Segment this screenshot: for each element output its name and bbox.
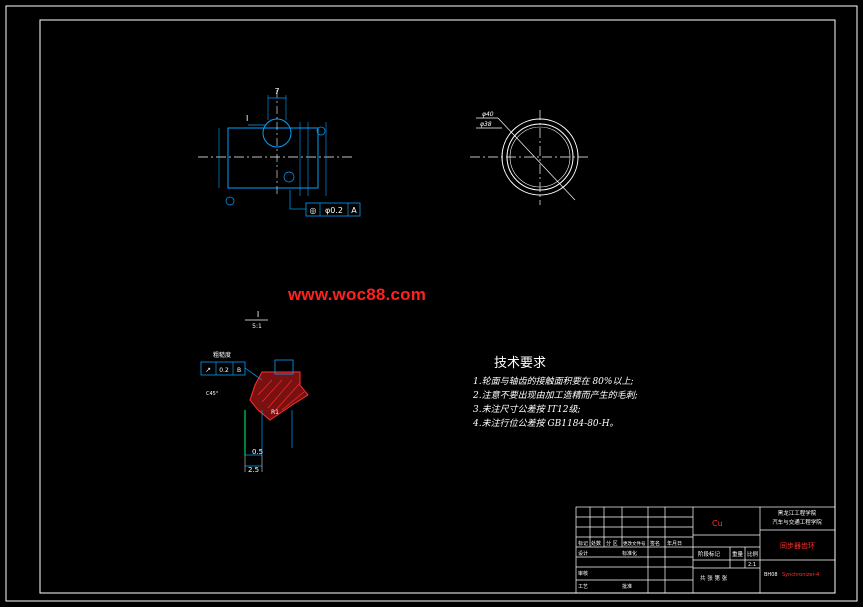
tolerance-frame-main: [305, 202, 361, 217]
tb-process-label: 工艺: [578, 584, 588, 590]
hatch-lines: [257, 379, 305, 413]
tech-requirement-1: 1.轮面与轴齿的接触面积要在 80%以上;: [473, 377, 634, 387]
dim-width-bottom: 2.5: [248, 466, 259, 474]
tol-detail-datum: B: [237, 367, 241, 374]
datum-symbol-center: [283, 171, 295, 183]
tb-code-prefix: BH08: [764, 572, 778, 578]
tb-drawing-name: 同步器齿环: [780, 542, 815, 550]
tolerance-frame-detail: [200, 361, 246, 376]
tol-main-value: φ0.2: [325, 206, 343, 215]
detail-view-label: I: [257, 310, 259, 319]
dim-radius: R1: [271, 409, 279, 416]
tol-detail-value: 0.2: [219, 367, 229, 374]
tech-requirements-title: 技术要求: [494, 356, 547, 371]
detail-hatched-section: [249, 371, 309, 421]
tb-designer-label: 设计: [578, 550, 588, 557]
tb-school-line1: 黑龙江工程学院: [778, 509, 817, 517]
tol-detail-symbol: ↗: [205, 366, 211, 374]
side-view: φ40 φ38: [470, 110, 590, 205]
tb-school-line2: 汽车与交通工程学院: [772, 518, 822, 526]
detail-ref-label: I: [246, 114, 248, 123]
tb-row-label-3: 分 区: [606, 540, 618, 547]
tb-row-label-1: 标记: [578, 540, 588, 547]
side-view-outer-circle: [501, 118, 579, 196]
tol-detail-leader: [244, 367, 263, 381]
dim-phi-outer: φ40: [482, 111, 494, 118]
tb-sheet-info: 共 张 第 张: [700, 574, 728, 582]
detail-top-box: [274, 359, 294, 375]
detail-view: I 5:1 0.5 2.5 R1 C45° 粗糙度 ↗ 0.2 B: [200, 310, 309, 474]
tb-weight-label: 重量: [732, 550, 744, 558]
tol-main-symbol: ◎: [310, 206, 317, 215]
dim-depth: 0.5: [252, 448, 263, 456]
tb-row-label-4: 更改文件号: [623, 540, 646, 547]
dim-text-top-width: 7: [274, 87, 279, 96]
roughness-label: 粗糙度: [213, 351, 231, 359]
detail-view-scale: 5:1: [252, 323, 262, 330]
tech-requirement-4: 4.未注行位公差按 GB1184-80-H。: [473, 419, 619, 429]
tb-drawing-code: Synchronizer-4: [782, 572, 819, 578]
datum-symbol-left: [225, 196, 235, 206]
tb-approve-label: 批准: [622, 583, 632, 590]
tb-scale-value: 2:1: [748, 562, 756, 568]
title-block: [575, 506, 836, 594]
tech-requirement-2: 2.注意不要出现由加工造精而产生的毛刺;: [473, 391, 638, 401]
side-view-inner-circle: [506, 123, 574, 191]
tb-row-label-6: 年月日: [667, 540, 682, 547]
outer-border: [5, 5, 858, 602]
dim-phi-inner: φ38: [480, 121, 492, 128]
front-view: ◎ φ0.2 A 7 I: [198, 87, 361, 217]
tb-review-label: 审核: [578, 570, 588, 577]
front-view-body: [227, 127, 319, 189]
watermark: www.woc88.com: [288, 285, 427, 304]
tb-row-label-5: 签名: [650, 540, 660, 547]
side-view-dim-leader: [497, 117, 576, 201]
tol-main-datum: A: [351, 206, 357, 215]
tech-requirement-3: 3.未注尺寸公差按 IT12级;: [473, 405, 581, 415]
dim-chamfer: C45°: [206, 391, 219, 397]
tb-material: Cu: [712, 519, 723, 528]
tb-standard-label: 标准化: [622, 550, 637, 557]
tb-scale-label: 比例: [747, 550, 759, 558]
tb-stage-label: 阶段标记: [698, 550, 721, 558]
tb-row-label-2: 处数: [591, 540, 601, 547]
datum-symbol-right: [316, 126, 326, 136]
inner-border: [39, 19, 836, 594]
side-view-bore: [509, 126, 571, 188]
